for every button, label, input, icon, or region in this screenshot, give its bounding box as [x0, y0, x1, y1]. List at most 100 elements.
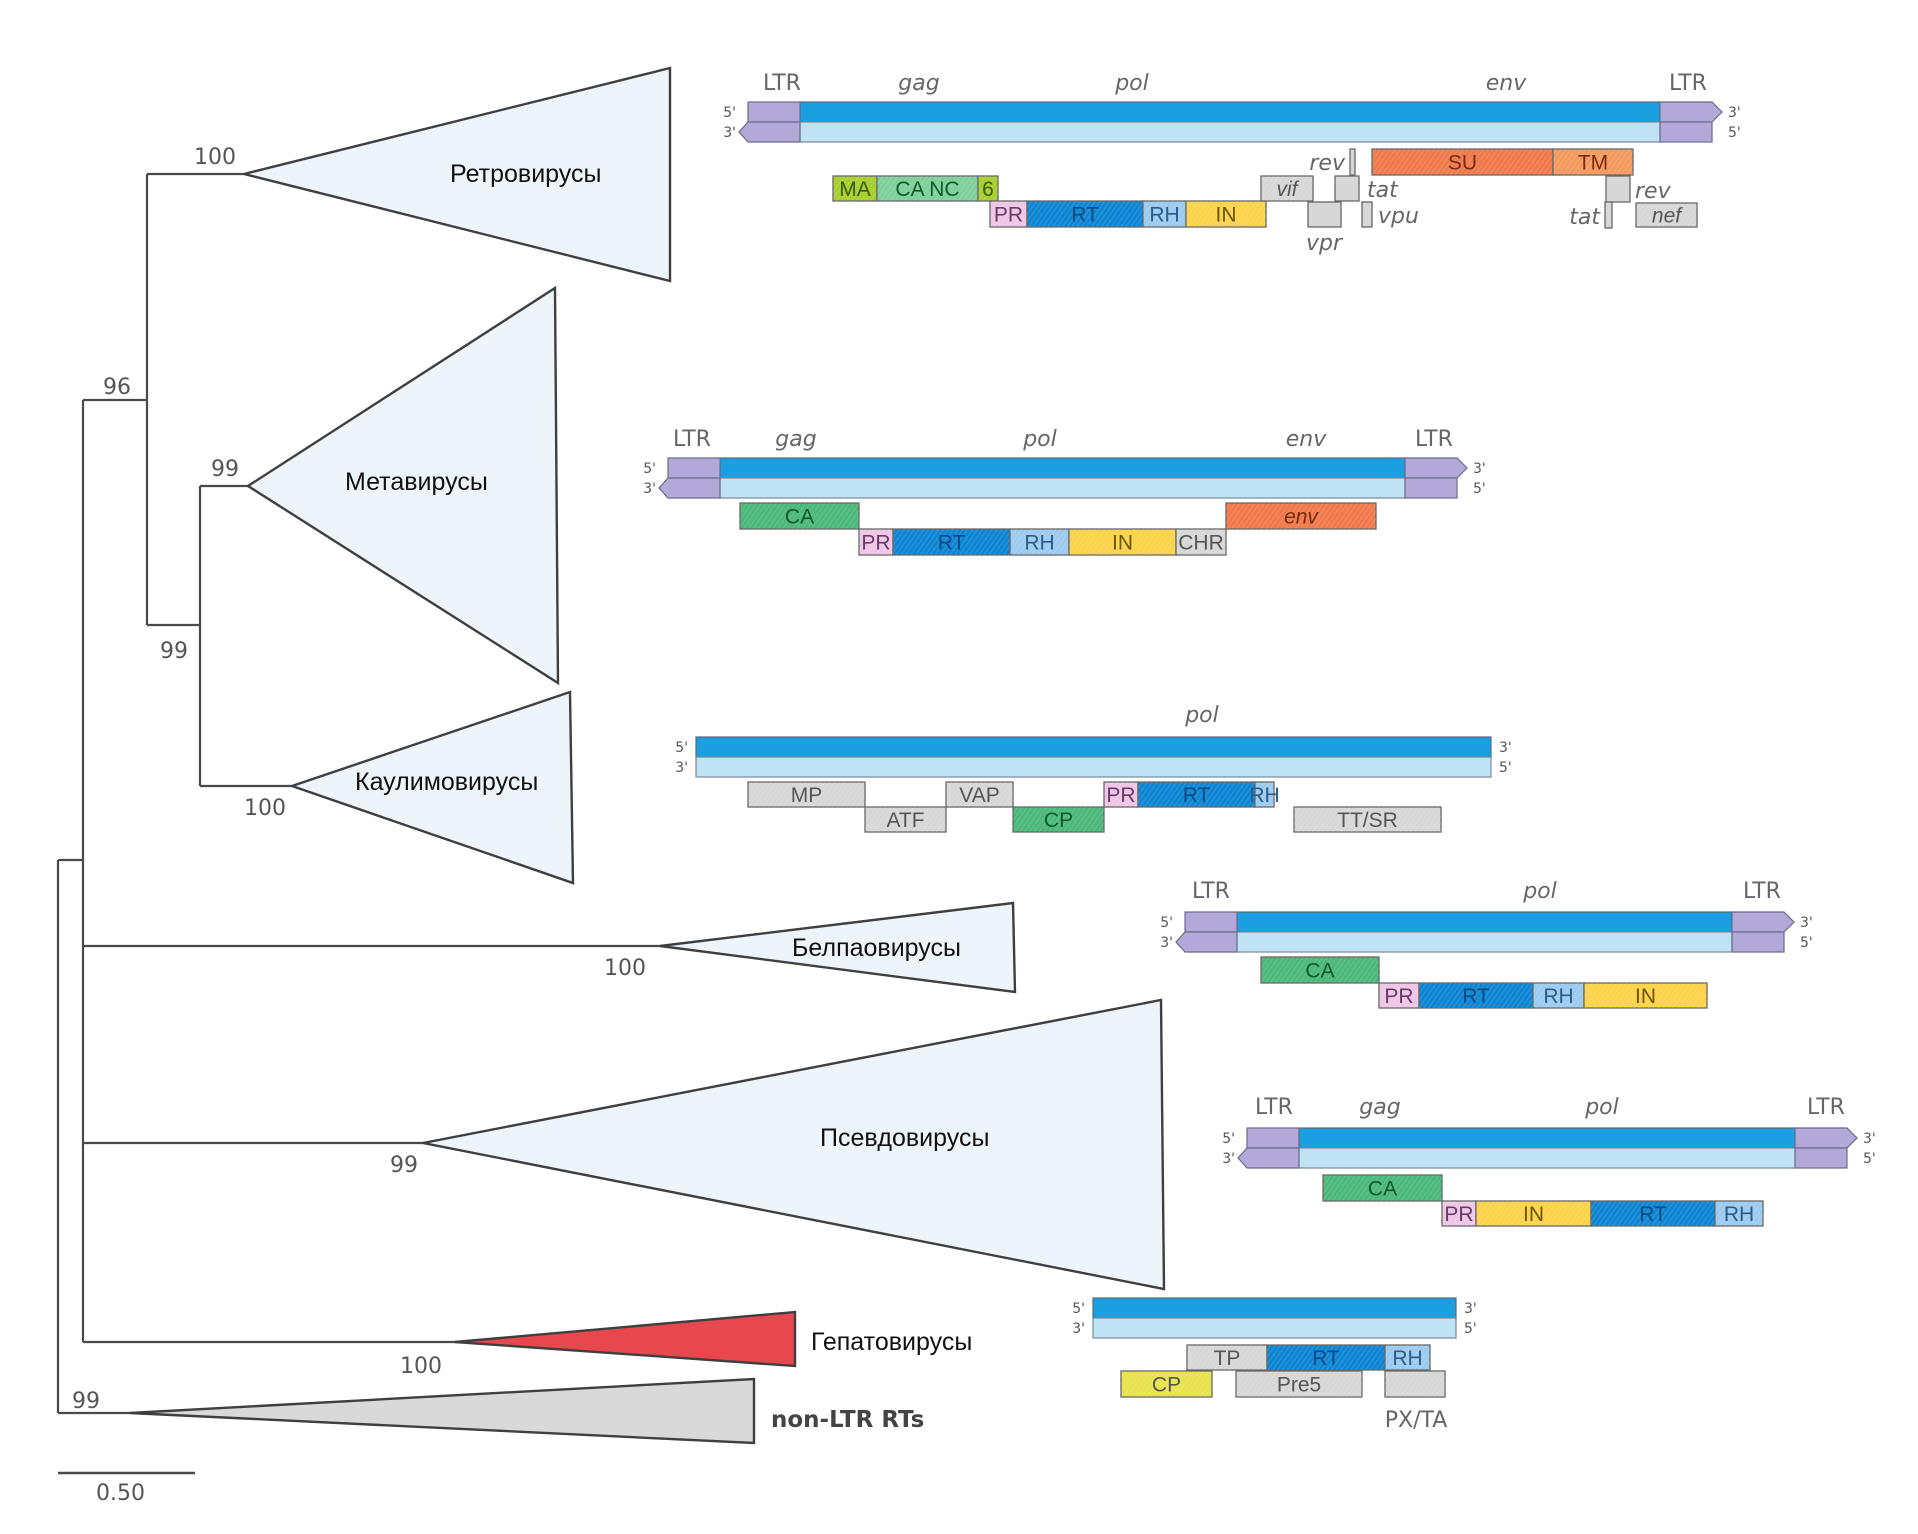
strand-top	[1092, 1297, 1457, 1319]
accessory-orf-box	[1349, 148, 1356, 176]
orf-label-rh: RH	[1543, 985, 1573, 1008]
ltr-left-top	[667, 457, 721, 479]
orf-label-tp: TP	[1214, 1347, 1241, 1370]
strand-top	[1236, 911, 1733, 933]
orf-label-nef: nef	[1652, 205, 1683, 228]
clade-label-caulimo: Каулимовирусы	[355, 768, 538, 796]
region-label-pol: pol	[1184, 703, 1219, 728]
accessory-label-vpu: vpu	[1378, 204, 1419, 229]
region-label-env: env	[1286, 427, 1327, 452]
strand-label-3prime-right: 3'	[1863, 1131, 1876, 1147]
orf-label-cp: CP	[1044, 809, 1073, 832]
orf-label-rh: RH	[1249, 784, 1279, 807]
orf-label-in: IN	[1523, 1203, 1544, 1226]
clade-label-belpao: Белпаовирусы	[792, 934, 961, 962]
region-label-ltr: LTR	[1669, 71, 1707, 96]
support-pseudo: 99	[390, 1153, 418, 1178]
orf-texture	[1636, 203, 1697, 227]
orf-texture	[1294, 807, 1441, 832]
accessory-orf-box	[1604, 201, 1613, 229]
ltr-right-bottom	[1404, 477, 1458, 499]
clade-label-retro: Ретровирусы	[450, 160, 601, 188]
orf-label-vap: VAP	[959, 784, 999, 807]
orf-label-pr: PR	[1444, 1203, 1473, 1226]
tree: 100 96 99 99 100 100 99 100 99 Ретровиру…	[56, 66, 1166, 1506]
orf-texture	[1069, 529, 1176, 555]
strand-label-3prime-right: 3'	[1464, 1301, 1477, 1317]
orf-texture	[1121, 1371, 1212, 1397]
region-label-ltr: LTR	[673, 427, 711, 452]
accessory-orf-box	[1334, 175, 1360, 202]
strand-label-3prime-left: 3'	[1072, 1321, 1085, 1337]
orf-label-in: IN	[1112, 532, 1133, 555]
orf-texture	[1187, 1345, 1267, 1370]
accessory-label-tat: tat	[1569, 205, 1601, 230]
orf-texture	[990, 201, 1027, 227]
orf-label-cp: CP	[1152, 1374, 1181, 1397]
orf-label-rh: RH	[1149, 204, 1179, 227]
orf-label-rh: RH	[1724, 1203, 1754, 1226]
orf-label-rt: RT	[938, 532, 966, 555]
clade-triangle-caulimo	[288, 690, 575, 885]
region-label-ltr: LTR	[763, 71, 801, 96]
support-hepato: 100	[400, 1354, 442, 1379]
region-label-ltr: LTR	[1192, 879, 1230, 904]
orf-label-ca: CA	[1305, 960, 1334, 983]
ltr-left-bottom-arrow	[738, 121, 801, 143]
support-n96: 96	[103, 375, 131, 400]
clade-triangle-hepato	[454, 1310, 797, 1368]
orf-texture	[893, 529, 1010, 555]
support-retro: 100	[194, 145, 236, 170]
support-n99: 99	[160, 639, 188, 664]
orf-texture	[978, 176, 998, 201]
clade-triangle-meta	[245, 285, 560, 686]
strand-bottom	[799, 121, 1661, 143]
orf-texture	[865, 807, 946, 832]
orf-texture	[748, 782, 865, 807]
clade-triangle-retro	[243, 66, 672, 283]
orf-label-ca: CA	[785, 506, 814, 529]
strand-top	[1298, 1127, 1796, 1149]
strand-label-3prime-left: 3'	[675, 760, 688, 776]
accessory-label-tat: tat	[1367, 178, 1399, 203]
ltr-right-top-arrow	[1794, 1127, 1858, 1149]
orf-texture	[1323, 1175, 1442, 1201]
orf-texture	[877, 176, 978, 201]
clade-label-hepato: Гепатовирусы	[811, 1328, 972, 1356]
ltr-left-top	[1184, 911, 1238, 933]
strand-bottom	[1298, 1147, 1796, 1169]
strand-label-5prime-right: 5'	[1473, 481, 1486, 497]
orf-label-6: 6	[982, 178, 994, 201]
orf-label-ca: CA	[1368, 1178, 1397, 1201]
support-belpao: 100	[604, 956, 646, 981]
region-label-ltr: LTR	[1743, 879, 1781, 904]
orf-texture	[833, 176, 877, 201]
strand-label-5prime-left: 5'	[1160, 915, 1173, 931]
region-label-gag: gag	[898, 71, 939, 96]
strand-label-3prime-left: 3'	[1222, 1151, 1235, 1167]
orf-label-pr: PR	[861, 532, 890, 555]
region-label-pol: pol	[1584, 1095, 1619, 1120]
support-nonltr: 99	[72, 1389, 100, 1414]
scale-bar-label: 0.50	[96, 1481, 145, 1506]
orf-label-ma: MA	[839, 178, 871, 201]
orf-texture	[1385, 1371, 1445, 1397]
ltr-right-bottom	[1794, 1147, 1848, 1169]
orf-label-rh: RH	[1392, 1347, 1422, 1370]
support-meta: 99	[211, 457, 239, 482]
orf-texture	[1715, 1201, 1763, 1226]
orf-texture	[1267, 1345, 1385, 1370]
orf-label-atf: ATF	[886, 809, 924, 832]
orf-label-ca-nc: CA NC	[895, 178, 959, 201]
accessory-orf-box	[1307, 201, 1342, 228]
orf-texture	[1236, 1371, 1362, 1397]
orf-texture	[1419, 983, 1533, 1008]
orf-label-rt: RT	[1639, 1203, 1667, 1226]
orf-texture	[1255, 782, 1274, 807]
clade-triangle-pseudo	[422, 998, 1166, 1291]
